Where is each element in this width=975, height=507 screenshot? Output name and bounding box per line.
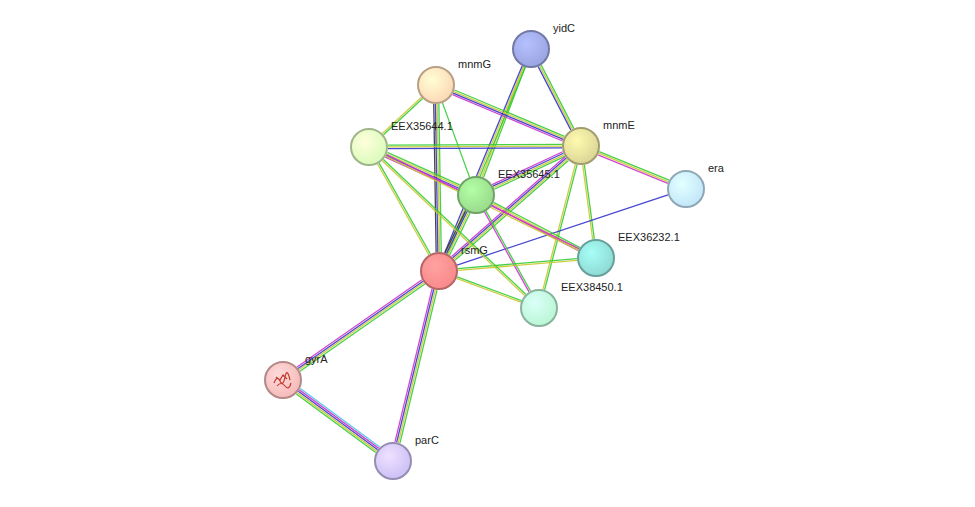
- evidence-line: [296, 394, 375, 452]
- evidence-line: [458, 260, 577, 270]
- evidence-line: [300, 389, 379, 447]
- evidence-line: [388, 147, 562, 149]
- evidence-line: [494, 155, 565, 188]
- protein-label: yidC: [553, 22, 575, 35]
- evidence-line: [599, 153, 669, 182]
- evidence-line: [540, 66, 573, 129]
- evidence-line: [493, 153, 564, 186]
- evidence-line: [494, 156, 565, 189]
- structure-icon-layer: [264, 361, 302, 399]
- evidence-line: [584, 165, 594, 239]
- protein-node: mnmE: [562, 127, 600, 165]
- evidence-line: [298, 281, 423, 368]
- protein-node: gyrA: [264, 361, 302, 399]
- evidence-line: [598, 155, 668, 184]
- evidence-line: [388, 145, 562, 147]
- evidence-line: [442, 103, 469, 177]
- evidence-line: [397, 289, 434, 442]
- evidence-line: [297, 280, 422, 367]
- interaction-edge: [378, 163, 431, 255]
- evidence-line: [453, 93, 563, 139]
- interaction-edge: [395, 289, 437, 443]
- edge-group: [296, 65, 669, 452]
- protein-label: gyrA: [305, 353, 328, 366]
- evidence-line: [382, 161, 524, 296]
- evidence-line: [541, 65, 574, 128]
- evidence-line: [300, 284, 425, 371]
- interaction-edge: [538, 65, 574, 130]
- protein-node: era: [667, 170, 705, 208]
- protein-label: EEX38450.1: [561, 281, 623, 294]
- evidence-line: [299, 390, 378, 448]
- interaction-edge: [297, 280, 425, 371]
- interaction-edge: [458, 259, 577, 271]
- protein-node: mnmG: [417, 66, 455, 104]
- evidence-line: [387, 152, 459, 184]
- evidence-line: [454, 92, 564, 138]
- evidence-line: [455, 90, 565, 136]
- protein-node: EEX38450.1: [520, 289, 558, 327]
- evidence-line: [454, 159, 567, 259]
- structure-icon: [274, 372, 291, 387]
- evidence-line: [599, 152, 669, 181]
- evidence-line: [299, 283, 424, 370]
- protein-label: era: [708, 162, 724, 175]
- protein-label: rsmG: [461, 244, 488, 257]
- evidence-line: [485, 212, 529, 292]
- evidence-line: [453, 95, 563, 141]
- evidence-line: [387, 154, 459, 186]
- evidence-line: [458, 259, 577, 269]
- evidence-line: [494, 202, 580, 247]
- interaction-edge: [386, 155, 580, 251]
- evidence-line: [398, 290, 435, 443]
- protein-label: mnmE: [603, 119, 635, 132]
- protein-label: mnmG: [458, 58, 491, 71]
- evidence-line: [298, 391, 377, 449]
- protein-node: EEX36232.1: [577, 239, 615, 277]
- interaction-edge: [388, 144, 562, 148]
- interaction-edge: [296, 389, 379, 453]
- interaction-edge: [453, 90, 565, 141]
- interaction-edge: [598, 152, 669, 184]
- interaction-edge: [442, 103, 469, 177]
- evidence-line: [379, 163, 430, 254]
- evidence-line: [395, 289, 432, 442]
- evidence-line: [452, 157, 565, 257]
- evidence-line: [297, 393, 376, 451]
- interaction-edge: [583, 165, 595, 240]
- evidence-line: [455, 160, 568, 260]
- evidence-line: [583, 165, 593, 239]
- protein-node: EEX35644.1: [350, 128, 388, 166]
- protein-label: parC: [415, 434, 439, 447]
- protein-node: parC: [374, 442, 412, 480]
- evidence-line: [386, 156, 579, 250]
- protein-label: EEX35645.1: [498, 168, 560, 181]
- interaction-edge: [452, 157, 569, 261]
- evidence-line: [538, 67, 571, 130]
- evidence-line: [457, 278, 521, 302]
- interaction-edge: [492, 152, 565, 190]
- evidence-line: [400, 290, 437, 443]
- protein-node: rsmG: [420, 252, 458, 290]
- evidence-line: [388, 144, 562, 146]
- protein-node: yidC: [512, 30, 550, 68]
- protein-node: EEX35645.1: [457, 176, 495, 214]
- evidence-line: [386, 155, 579, 249]
- evidence-line: [492, 152, 563, 185]
- protein-label: EEX36232.1: [618, 231, 680, 244]
- protein-label: EEX35644.1: [391, 120, 453, 133]
